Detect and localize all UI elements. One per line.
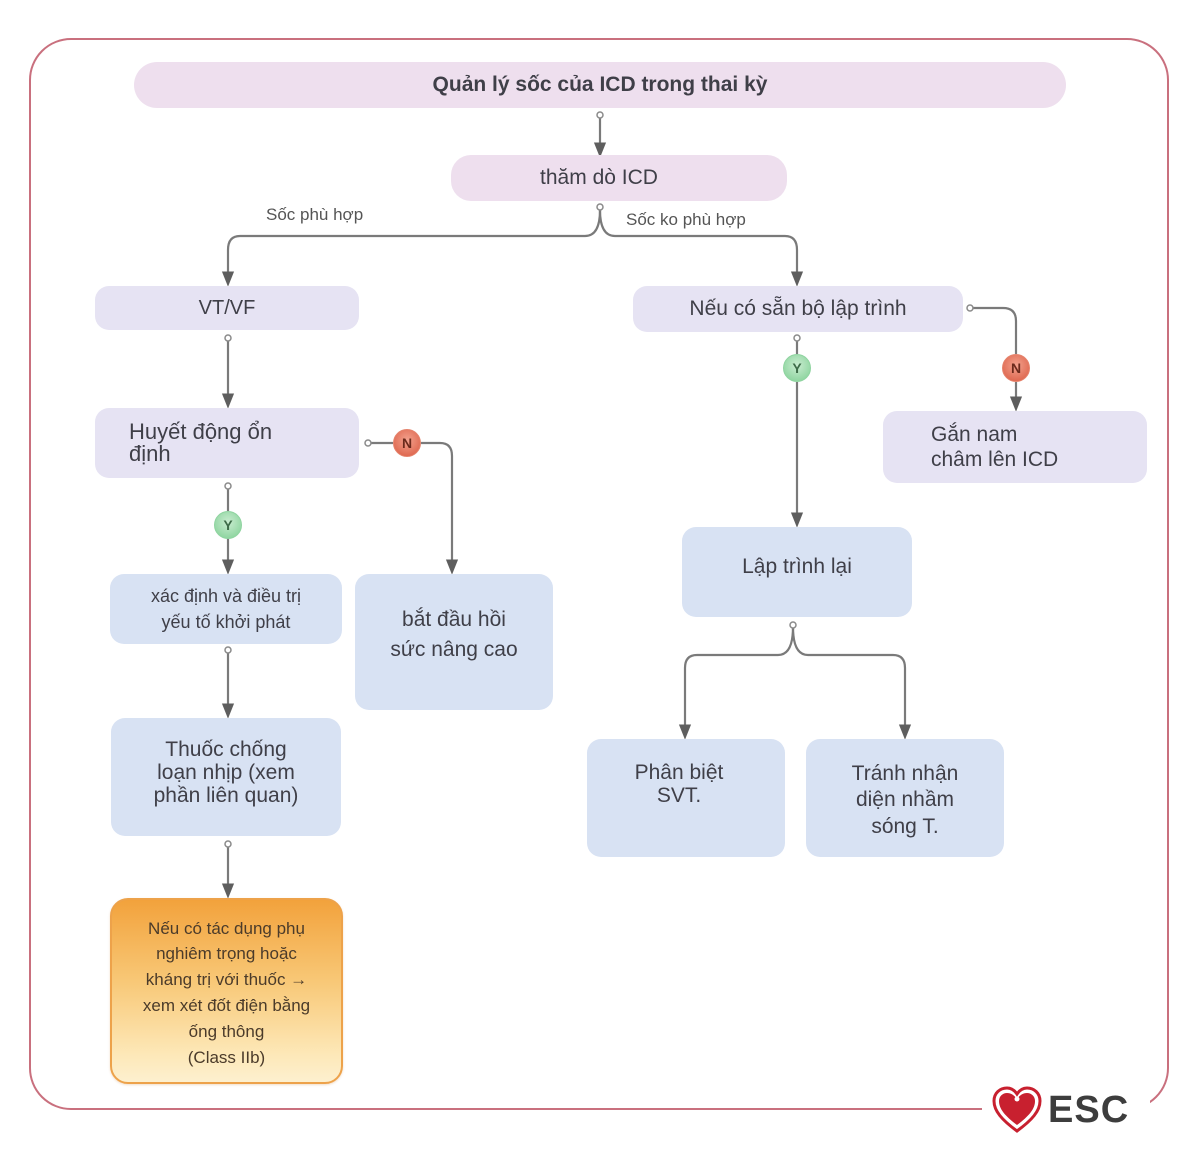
esc-logo: ESC [992, 1086, 1129, 1134]
node-apply-magnet: Gắn nam châm lên ICD [883, 411, 1147, 483]
node-discriminate-svt: Phân biệt SVT. [587, 739, 785, 857]
node-vt-vf: VT/VF [95, 286, 359, 330]
yes-badge: Y [214, 511, 242, 539]
yes-badge: Y [783, 354, 811, 382]
node-catheter-ablation: Nếu có tác dụng phụ nghiêm trọng hoặc kh… [110, 898, 343, 1084]
heart-icon [992, 1086, 1042, 1133]
node-advanced-life-support: bắt đầu hồi sức nâng cao [355, 574, 553, 710]
no-badge: N [393, 429, 421, 457]
diagram-frame [29, 38, 1169, 1110]
branch-label-appropriate: Sốc phù hợp [266, 205, 364, 224]
node-hemodynamically-stable: Huyết động ổn định [95, 408, 359, 478]
branch-label-inappropriate: Sốc ko phù hợp [626, 210, 746, 229]
flowchart-title: Quản lý sốc của ICD trong thai kỳ [134, 62, 1066, 108]
node-programmer-available: Nếu có sẵn bộ lập trình [633, 286, 963, 332]
no-badge: N [1002, 354, 1030, 382]
node-antiarrhythmic-drugs: Thuốc chống loạn nhịp (xem phần liên qua… [111, 718, 341, 836]
node-identify-trigger: xác định và điều trị yếu tố khởi phát [110, 574, 342, 644]
node-avoid-t-wave-oversensing: Tránh nhận diện nhầm sóng T. [806, 739, 1004, 857]
node-icd-interrogation: thăm dò ICD [451, 155, 787, 201]
node-reprogram: Lập trình lại [682, 527, 912, 617]
esc-logo-text: ESC [1048, 1088, 1130, 1131]
